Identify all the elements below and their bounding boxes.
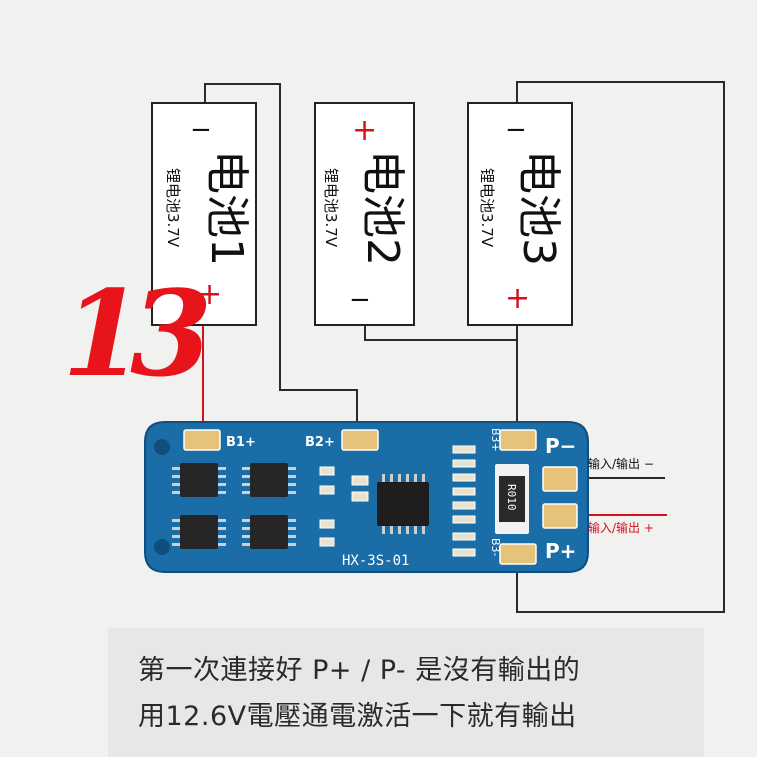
passive-components (319, 445, 476, 557)
wire-b1neg-to-b2 (204, 83, 358, 430)
label-b1: B1+ (226, 435, 256, 450)
battery-2: + − 电池2 锂电池3.7V (314, 102, 415, 326)
wires (204, 81, 725, 613)
pad-b2 (341, 429, 379, 451)
protection-board: B1+ B2+ B3+ B3- P− P+ (144, 421, 589, 573)
output-minus-label: 输入/输出 − (588, 456, 654, 471)
pad-b3-minus (499, 543, 537, 565)
battery-2-top-terminal: + (352, 113, 377, 148)
wire-cell2-cell3 (364, 322, 518, 341)
label-b3: B3+ (489, 428, 502, 452)
pad-b1 (183, 429, 221, 451)
battery-3-name: 电池3 (513, 150, 564, 266)
pad-p-minus (542, 466, 578, 492)
battery-2-name: 电池2 (357, 150, 408, 266)
caption-box: 第一次連接好 P+ / P- 是沒有輸出的 用12.6V電壓通電激活一下就有輸出 (108, 628, 704, 757)
label-b3-minus: B3- (489, 538, 502, 557)
resistor-mark: R010 (505, 484, 518, 511)
battery-1-name: 电池1 (201, 150, 252, 266)
battery-1-bottom-terminal: + (197, 277, 222, 312)
caption-line-2: 用12.6V電壓通電激活一下就有輸出 (138, 701, 577, 732)
battery-2-spec: 锂电池3.7V (322, 168, 340, 248)
battery-3-spec: 锂电池3.7V (478, 168, 496, 248)
pad-b3 (499, 429, 537, 451)
battery-3-bottom-terminal: + (505, 281, 530, 316)
battery-3: − + 电池3 锂电池3.7V (467, 102, 573, 326)
battery-2-bottom-terminal: − (349, 285, 371, 315)
battery-1-spec: 锂电池3.7V (164, 168, 182, 248)
ic-u1 (377, 482, 429, 526)
pad-p-plus (542, 503, 578, 529)
label-p-plus: P+ (545, 539, 576, 563)
wire-cell3-to-pplus (516, 81, 725, 613)
battery-1-top-terminal: − (190, 115, 212, 145)
mosfet-chips (180, 463, 288, 549)
caption-line-1: 第一次連接好 P+ / P- 是沒有輸出的 (138, 655, 581, 686)
output-plus-label: 输入/输出 + (588, 520, 654, 535)
battery-1: − + 电池1 锂电池3.7V (151, 102, 257, 326)
board-model: HX-3S-01 (342, 553, 409, 569)
battery-3-top-terminal: − (505, 115, 527, 145)
label-b2: B2+ (305, 435, 335, 450)
step-number-badge: 13 (62, 264, 212, 403)
label-p-minus: P− (545, 434, 576, 458)
